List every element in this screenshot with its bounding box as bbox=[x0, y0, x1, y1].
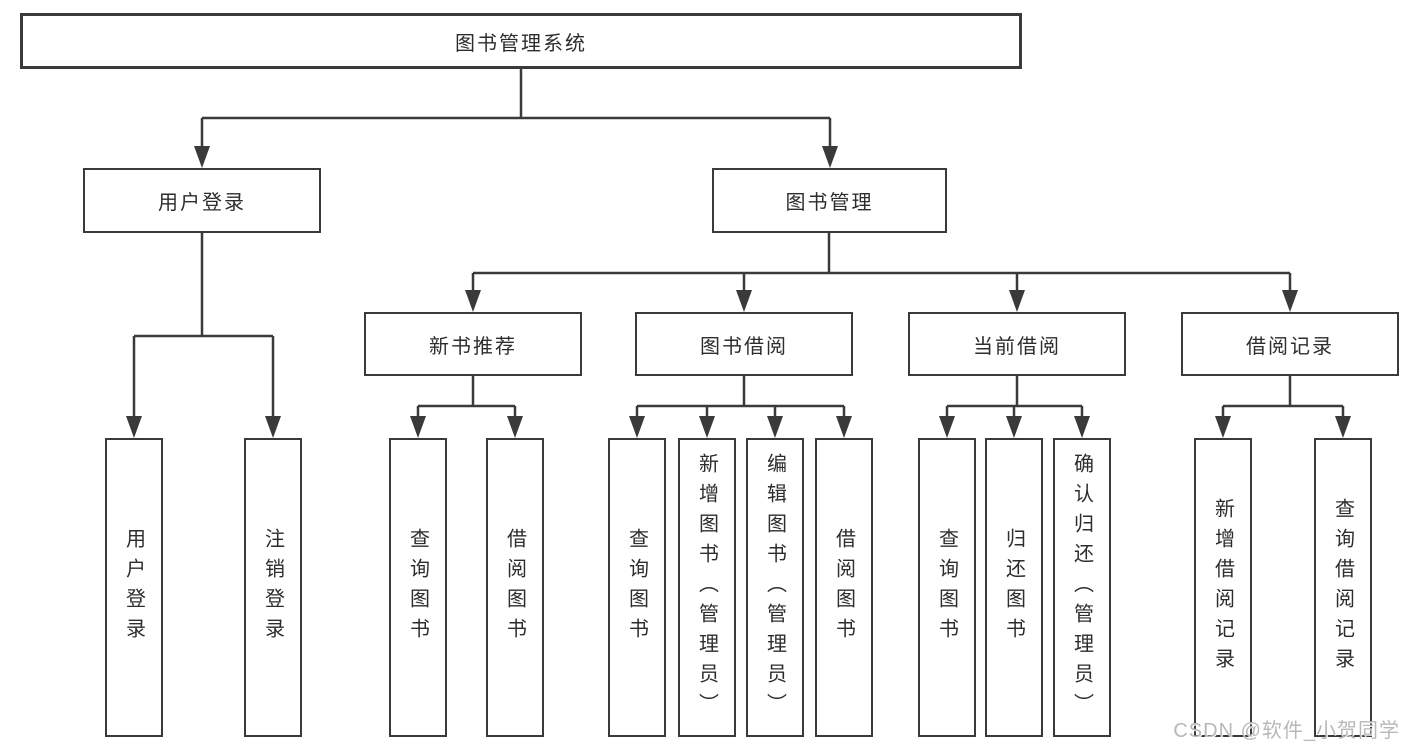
leaf-query-book-2: 查询图书 bbox=[608, 438, 666, 737]
leaf-add-book-admin: 新增图书（管理员） bbox=[678, 438, 736, 737]
leaf-confirm-return-admin: 确认归还（管理员） bbox=[1053, 438, 1111, 737]
node-borrow-records: 借阅记录 bbox=[1181, 312, 1399, 376]
node-root-label: 图书管理系统 bbox=[455, 32, 587, 55]
leaf-user-login: 用户登录 bbox=[105, 438, 163, 737]
leaf-borrow-book-2: 借阅图书 bbox=[815, 438, 873, 737]
node-book-management-label: 图书管理 bbox=[785, 192, 874, 214]
leaf-query-book-1: 查询图书 bbox=[389, 438, 447, 737]
node-borrow-records-label: 借阅记录 bbox=[1246, 335, 1334, 358]
leaf-logout-label: 注销登录 bbox=[261, 527, 284, 648]
leaf-query-book-1-label: 查询图书 bbox=[406, 527, 429, 648]
leaf-return-book-label: 归还图书 bbox=[1002, 527, 1025, 648]
leaf-edit-book-admin: 编辑图书（管理员） bbox=[746, 438, 804, 737]
watermark: CSDN @软件_小贺同学 bbox=[1173, 720, 1400, 742]
leaf-borrow-book-2-label: 借阅图书 bbox=[832, 527, 855, 648]
leaf-borrow-book-1: 借阅图书 bbox=[486, 438, 544, 737]
node-user-login-label: 用户登录 bbox=[158, 192, 246, 214]
leaf-edit-book-admin-label: 编辑图书（管理员） bbox=[763, 452, 786, 723]
leaf-query-book-3: 查询图书 bbox=[918, 438, 976, 737]
leaf-borrow-book-1-label: 借阅图书 bbox=[503, 527, 526, 648]
leaf-query-book-2-label: 查询图书 bbox=[625, 527, 648, 648]
node-current-borrow-label: 当前借阅 bbox=[973, 335, 1061, 358]
node-book-borrow: 图书借阅 bbox=[635, 312, 853, 376]
node-user-login: 用户登录 bbox=[83, 168, 321, 233]
leaf-add-borrow-record: 新增借阅记录 bbox=[1194, 438, 1252, 737]
leaf-query-borrow-record-label: 查询借阅记录 bbox=[1331, 497, 1354, 678]
node-new-book-recommend-label: 新书推荐 bbox=[429, 335, 517, 358]
node-current-borrow: 当前借阅 bbox=[908, 312, 1126, 376]
leaf-query-book-3-label: 查询图书 bbox=[935, 527, 958, 648]
leaf-user-login-label: 用户登录 bbox=[122, 527, 145, 648]
node-book-management: 图书管理 bbox=[712, 168, 947, 233]
leaf-add-book-admin-label: 新增图书（管理员） bbox=[695, 452, 718, 723]
node-new-book-recommend: 新书推荐 bbox=[364, 312, 582, 376]
leaf-return-book: 归还图书 bbox=[985, 438, 1043, 737]
leaf-logout: 注销登录 bbox=[244, 438, 302, 737]
node-book-borrow-label: 图书借阅 bbox=[700, 335, 788, 358]
node-root: 图书管理系统 bbox=[20, 13, 1022, 69]
leaf-confirm-return-admin-label: 确认归还（管理员） bbox=[1070, 452, 1093, 723]
leaf-add-borrow-record-label: 新增借阅记录 bbox=[1211, 497, 1234, 678]
leaf-query-borrow-record: 查询借阅记录 bbox=[1314, 438, 1372, 737]
